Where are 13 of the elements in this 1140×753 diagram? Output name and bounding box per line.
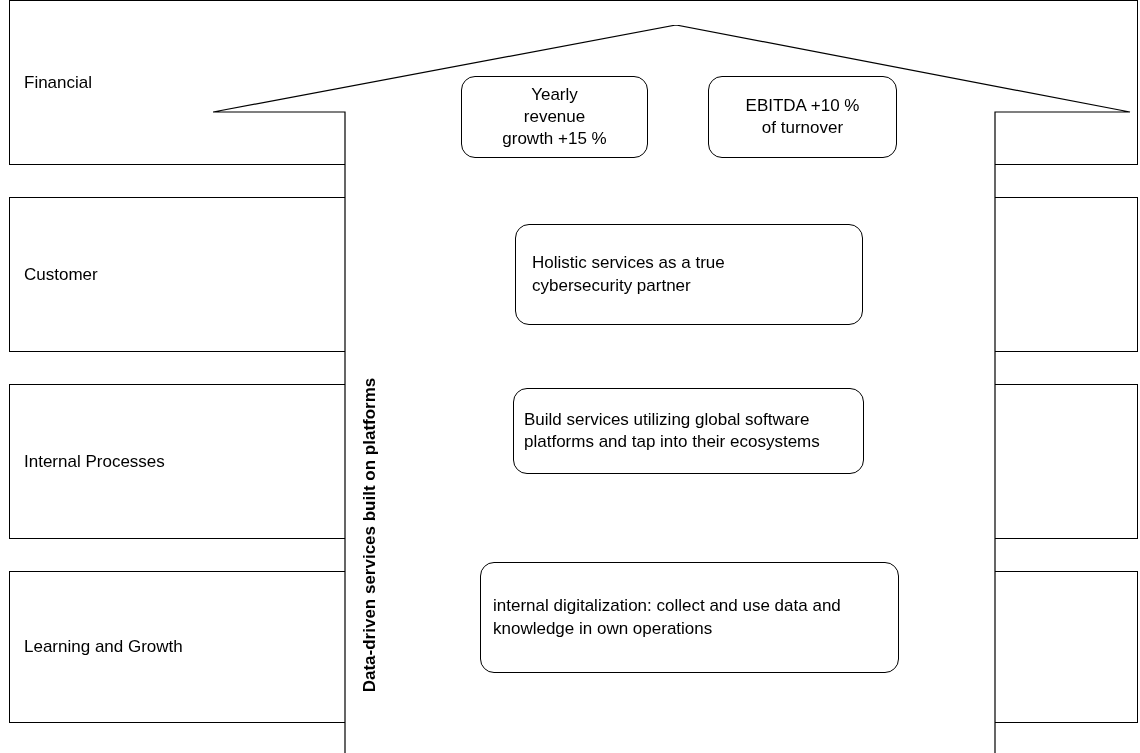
house-shape (213, 25, 1131, 753)
perspective-band: Customer (9, 197, 346, 352)
vertical-label: Data-driven services built on platforms (359, 377, 381, 693)
goal-box: Holistic services as a true cybersecurity partner (515, 224, 863, 325)
goal-box: internal digitalization: collect and use data and knowledge in own operations (480, 562, 899, 673)
goal-box: Yearly revenue growth +15 % (461, 76, 648, 158)
goal-box: Build services utilizing global software platforms and tap into their ecosystems (513, 388, 864, 474)
band-segment (994, 197, 1138, 352)
perspective-band: Learning and Growth (9, 571, 346, 723)
perspective-band: Internal Processes (9, 384, 346, 539)
band-segment (994, 571, 1138, 723)
goal-box: EBITDA +10 % of turnover (708, 76, 897, 158)
band-segment (994, 384, 1138, 539)
